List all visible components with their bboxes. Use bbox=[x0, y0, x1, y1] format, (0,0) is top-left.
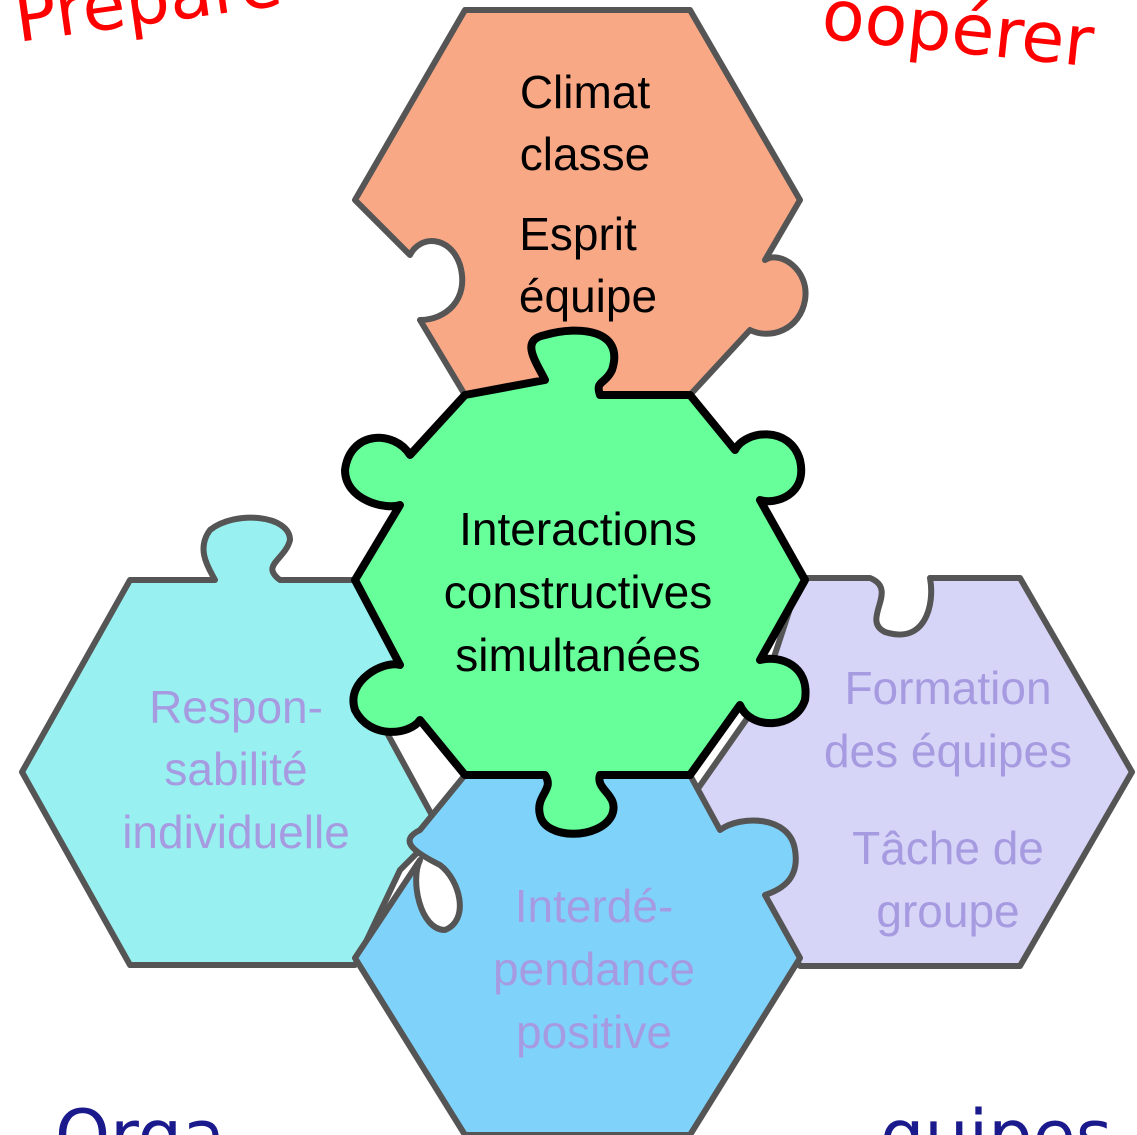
center-piece-line1: Interactions bbox=[459, 503, 697, 555]
puzzle-piece-bottom bbox=[352, 772, 803, 1135]
top-piece-line2: classe bbox=[520, 128, 650, 180]
center-piece-line2: constructives bbox=[444, 566, 712, 618]
footer-title-right: quipes bbox=[880, 1095, 1112, 1135]
top-piece-line3: Esprit bbox=[519, 208, 637, 260]
right-piece-line1: Formation bbox=[844, 662, 1051, 714]
top-piece-line4: équipe bbox=[519, 270, 657, 322]
right-piece-line3: Tâche de bbox=[852, 822, 1044, 874]
puzzle-piece-center bbox=[341, 326, 810, 838]
top-piece-line1: Climat bbox=[520, 66, 651, 118]
left-piece-line2: sabilité bbox=[164, 743, 307, 795]
header-title-left: Prépare bbox=[9, 0, 287, 59]
bottom-piece-line3: positive bbox=[516, 1006, 672, 1058]
left-piece-line3: individuelle bbox=[122, 806, 350, 858]
left-piece-line1: Respon- bbox=[149, 681, 323, 733]
footer-title-left: Orga bbox=[55, 1095, 225, 1135]
header-title-right: oopérer bbox=[818, 0, 1098, 83]
bottom-piece-line1: Interdé- bbox=[515, 880, 674, 932]
bottom-piece-line2: pendance bbox=[493, 943, 695, 995]
center-piece-line3: simultanées bbox=[455, 629, 700, 681]
right-piece-line2: des équipes bbox=[824, 725, 1072, 777]
right-piece-line4: groupe bbox=[876, 885, 1019, 937]
